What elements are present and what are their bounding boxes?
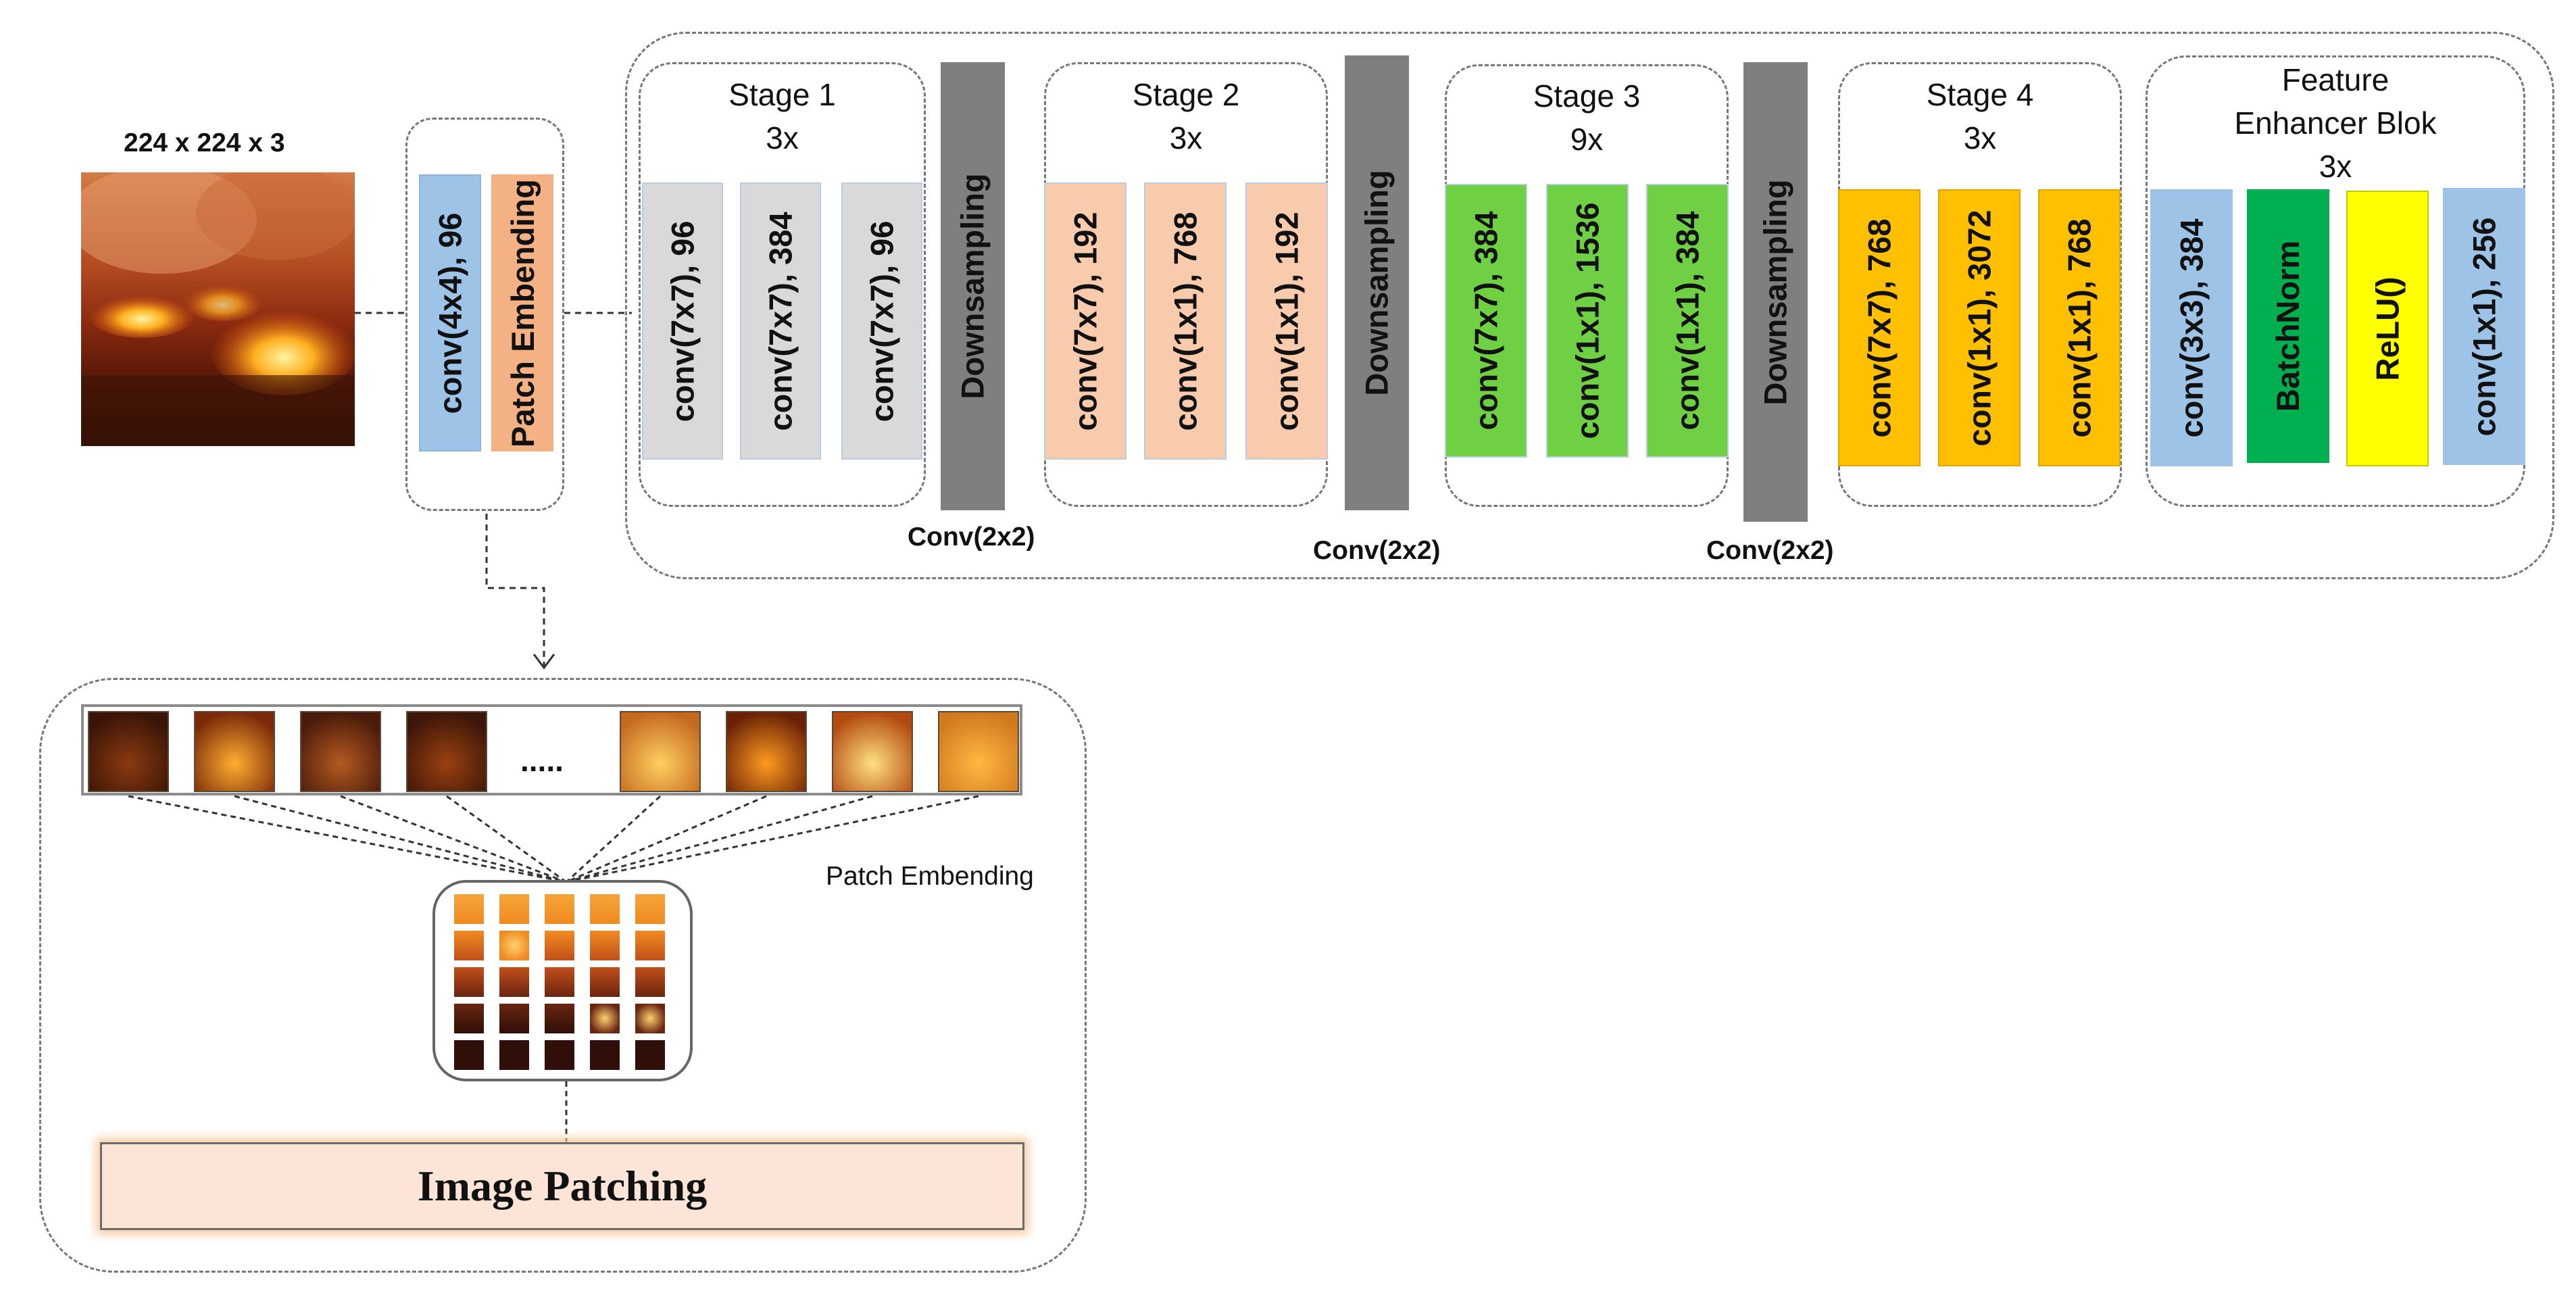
patch-thumbnail [938,711,1019,792]
fe-relu-block: ReLU() [2346,191,2429,466]
downsampling-block-2: Downsampling [1345,55,1409,510]
patch-grid-cell [454,967,484,997]
patch-fan-line [340,795,567,883]
patch-grid-cell [635,1040,665,1070]
connector-embed-to-detail [485,514,545,666]
fe-batchnorm-block: BatchNorm [2247,189,2329,463]
patch-embedding-label: Patch Embending [504,178,541,447]
stage-4-layer-3: conv(1x1), 768 [2038,189,2121,466]
patch-grid-cell [545,1004,574,1033]
patch-thumbnail [620,711,701,792]
patch-fan-line [565,795,662,883]
patch-grid-cell [545,931,574,960]
patch-grid-cell [545,894,574,924]
patch-detail-panel [39,678,1087,1273]
stage-1-layer-2: conv(7x7), 384 [740,182,821,460]
patch-grid-cell [635,1004,665,1033]
patch-fan-lines [128,795,979,883]
input-fire-image [81,172,355,446]
stage-1-layer-1: conv(7x7), 96 [642,182,723,460]
patch-thumbnail [832,711,913,792]
patch-embedding-group [405,118,564,511]
fe-conv-1x1-block: conv(1x1), 256 [2443,188,2525,465]
patch-grid-cell [499,1004,529,1033]
patch-thumbnail [88,711,169,792]
stage-2-layer-2: conv(1x1), 768 [1144,182,1227,460]
patch-grid-cell [454,1040,484,1070]
patch-grid-cell [590,1004,620,1033]
patch-grid-cell [590,967,620,997]
image-patching-block: Image Patching [100,1142,1024,1230]
stage-3-layer-3: conv(1x1), 384 [1646,184,1729,458]
patch-thumbnail [300,711,381,792]
patch-grid-cell [590,1040,620,1070]
stage-4-layer-1: conv(7x7), 768 [1838,189,1921,466]
patch-grid-cell [499,931,529,960]
stage-3-layer-2: conv(1x1), 1536 [1546,184,1629,458]
patch-grid-cell [635,931,665,960]
conv-4x4-block: conv(4x4), 96 [419,174,481,451]
input-size-label: 224 x 224 x 3 [124,128,285,157]
patch-embedding-caption: Patch Embending [826,862,1034,891]
patch-grid-cell [635,894,665,924]
patch-grid-cell [454,894,484,924]
stage-4-layer-2: conv(1x1), 3072 [1938,189,2021,466]
patch-fan-line [566,795,873,883]
patch-fan-line [566,795,979,883]
patch-fan-line [234,795,567,883]
patch-ellipsis: ..... [520,743,564,778]
stage-2-layer-3: conv(1x1), 192 [1245,182,1328,460]
downsampling-3-conv-label: Conv(2x2) [1706,536,1834,565]
patch-grid-cell [499,967,529,997]
patch-grid-cell [545,967,574,997]
patch-embedding-block: Patch Embending [491,174,553,451]
image-patching-label: Image Patching [417,1162,708,1210]
stage-2-layer-1: conv(7x7), 192 [1044,182,1126,460]
conv-4x4-label: conv(4x4), 96 [432,212,468,414]
patch-grid-cell [545,1040,574,1070]
downsampling-block-1: Downsampling [941,62,1005,510]
stage-3-layer-1: conv(7x7), 384 [1445,184,1527,458]
downsampling-block-3: Downsampling [1743,62,1808,522]
patch-grid-cell [499,894,529,924]
patch-thumbnail [406,711,487,792]
stage-1-layer-3: conv(7x7), 96 [841,182,922,460]
patch-grid-cell [590,894,620,924]
downsampling-2-conv-label: Conv(2x2) [1313,536,1441,565]
feature-enhancer-title: Feature Enhancer Blok 3x [2234,62,2437,184]
patch-grid-cell [454,1004,484,1033]
patch-grid-cell [499,1040,529,1070]
patch-grid-cell [635,967,665,997]
stage-1-group [639,62,926,507]
backbone-container [625,32,2554,579]
patch-thumbnail [726,711,807,792]
patch-fan-line [128,795,567,883]
patch-grid-cell [590,931,620,960]
arrow-head-icon [532,654,555,670]
patch-fan-line [566,795,767,883]
fe-conv-3x3-block: conv(3x3), 384 [2150,189,2233,466]
patch-thumbnail [194,711,275,792]
patch-grid-cell [454,931,484,960]
downsampling-1-conv-label: Conv(2x2) [908,522,1035,552]
